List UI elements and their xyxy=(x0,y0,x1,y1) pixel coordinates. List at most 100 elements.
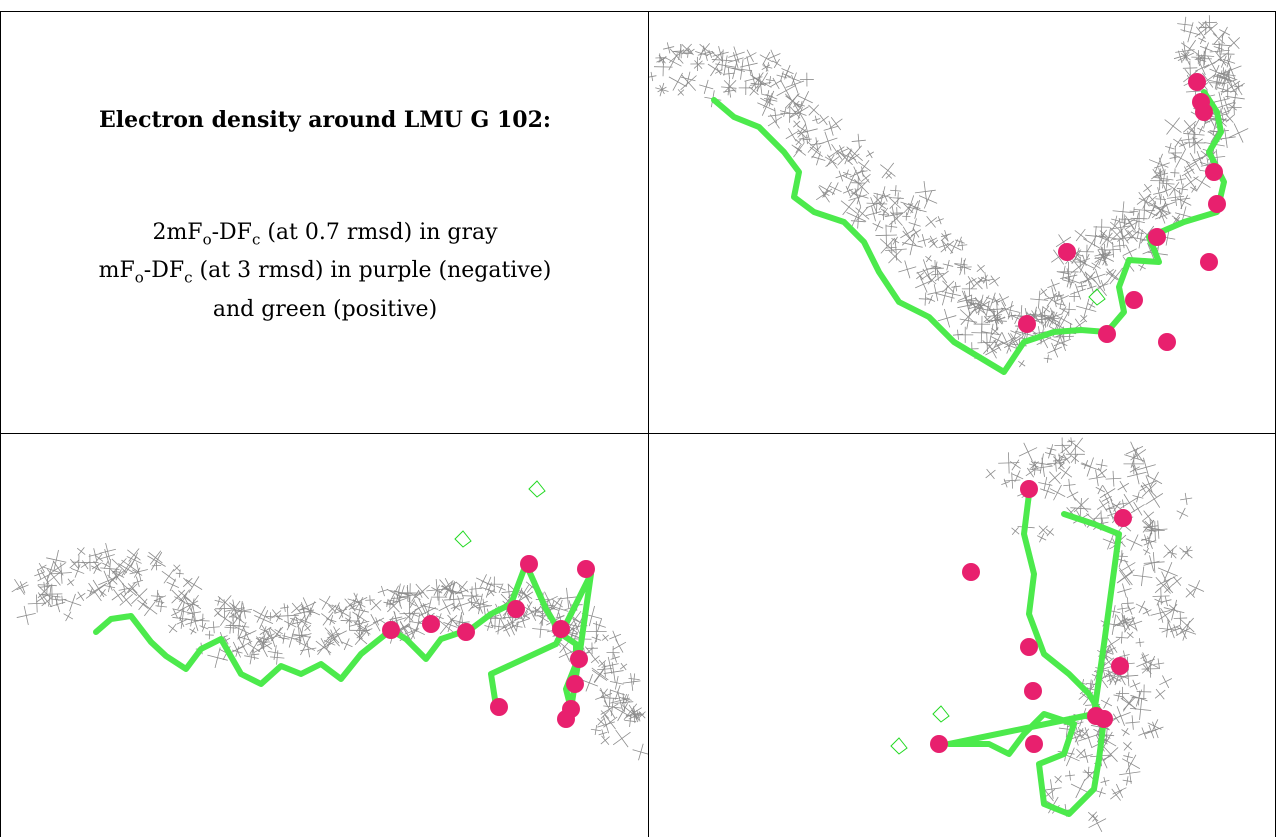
mesh-segment xyxy=(649,75,657,78)
mesh-segment xyxy=(309,607,312,617)
mesh-segment xyxy=(1091,262,1101,269)
mesh-segment xyxy=(783,106,787,117)
mesh-segment xyxy=(1130,449,1147,461)
mesh-segment xyxy=(870,197,878,213)
mesh-segment xyxy=(1032,331,1047,335)
mesh-segment xyxy=(1015,330,1037,337)
mesh-segment xyxy=(993,332,1003,348)
mesh-segment xyxy=(278,636,290,640)
mesh-segment xyxy=(144,601,156,617)
mesh-segment xyxy=(1180,52,1191,61)
mesh-segment xyxy=(1188,584,1205,592)
mesh-segment xyxy=(254,614,274,624)
mesh-segment xyxy=(1127,230,1138,242)
mesh-segment xyxy=(539,612,547,625)
caption-line-2-a: mF xyxy=(98,258,135,284)
mesh-segment xyxy=(89,587,93,596)
mesh-segment xyxy=(875,234,897,236)
mesh-segment xyxy=(1057,291,1066,307)
positive-density-mesh xyxy=(890,737,908,755)
oxygen-atom xyxy=(1024,682,1042,700)
mesh-segment xyxy=(92,579,105,598)
mesh-segment xyxy=(517,584,530,603)
mesh-segment xyxy=(1103,493,1110,505)
mesh-segment xyxy=(1112,713,1120,724)
mesh-segment xyxy=(954,263,968,266)
mesh-segment xyxy=(1196,173,1208,191)
caption-line-2-c: (at 3 rmsd) in purple (negative) xyxy=(192,258,552,284)
mesh-segment xyxy=(985,301,990,319)
positive-density-blob xyxy=(454,480,546,548)
mesh-segment xyxy=(179,600,199,611)
mesh-segment xyxy=(1165,146,1175,150)
mesh-segment xyxy=(411,590,419,602)
mesh-segment xyxy=(1183,16,1187,33)
mesh-segment xyxy=(1080,281,1084,291)
mesh-segment xyxy=(252,609,270,620)
mesh-segment xyxy=(632,749,648,755)
mesh-segment xyxy=(1043,476,1048,491)
mesh-segment xyxy=(1119,654,1130,658)
mesh-segment xyxy=(268,628,276,647)
caption-line-2-sub-c: c xyxy=(184,268,193,287)
oxygen-atom xyxy=(930,735,948,753)
mesh-segment xyxy=(762,51,771,65)
mesh-segment xyxy=(1054,454,1057,472)
mesh-segment xyxy=(1058,462,1065,470)
mesh-segment xyxy=(983,339,997,355)
mesh-segment xyxy=(1053,455,1063,466)
mesh-segment xyxy=(1199,35,1205,45)
mesh-segment xyxy=(458,585,464,599)
caption-description: 2mFo-DFc (at 0.7 rmsd) in gray mFo-DFc (… xyxy=(1,217,648,325)
mesh-segment xyxy=(1045,528,1055,536)
mesh-segment xyxy=(42,595,53,608)
mesh-segment xyxy=(150,595,164,598)
mesh-segment xyxy=(1138,730,1150,736)
mesh-segment xyxy=(1163,607,1185,614)
mesh-segment xyxy=(931,273,945,276)
mesh-segment xyxy=(1145,475,1153,493)
mesh-segment xyxy=(959,318,978,323)
mesh-segment xyxy=(304,624,311,632)
mesh-segment xyxy=(1052,311,1055,325)
mesh-segment xyxy=(1064,774,1075,777)
mesh-segment xyxy=(1040,288,1047,296)
mesh-segment xyxy=(1138,600,1146,614)
oxygen-atom xyxy=(562,700,580,718)
mesh-segment xyxy=(814,115,818,124)
mesh-segment xyxy=(1069,454,1080,463)
mesh-segment xyxy=(1122,248,1137,257)
mesh-segment xyxy=(1142,194,1150,209)
mesh-segment xyxy=(815,137,819,151)
mesh-segment xyxy=(1105,507,1114,511)
mesh-segment xyxy=(846,211,867,222)
mesh-segment xyxy=(293,633,312,640)
mesh-segment xyxy=(1018,360,1026,367)
mesh-segment xyxy=(1126,620,1143,627)
mesh-segment xyxy=(802,138,812,141)
mesh-segment xyxy=(1227,103,1237,111)
mesh-segment xyxy=(1152,721,1159,739)
mesh-segment xyxy=(426,588,448,592)
mesh-segment xyxy=(1234,85,1244,88)
mesh-segment xyxy=(1131,715,1134,730)
mesh-segment xyxy=(482,598,486,615)
mesh-segment xyxy=(63,599,82,606)
positive-density-blob xyxy=(890,705,950,755)
mesh-segment xyxy=(799,101,803,109)
mesh-segment xyxy=(1111,218,1121,222)
mesh-segment xyxy=(847,153,860,163)
mesh-segment xyxy=(680,75,697,91)
mesh-segment xyxy=(818,186,830,203)
mesh-segment xyxy=(1062,265,1066,281)
mesh-segment xyxy=(1142,482,1157,498)
mesh-segment xyxy=(1142,663,1152,675)
mesh-segment xyxy=(1166,195,1185,199)
mesh-segment xyxy=(291,602,302,614)
mesh-segment xyxy=(355,596,364,610)
mesh-segment xyxy=(132,569,143,576)
mesh-segment xyxy=(1172,577,1182,586)
mesh-segment xyxy=(1142,549,1151,554)
mesh-segment xyxy=(1180,194,1189,210)
mesh-segment xyxy=(1178,50,1183,64)
